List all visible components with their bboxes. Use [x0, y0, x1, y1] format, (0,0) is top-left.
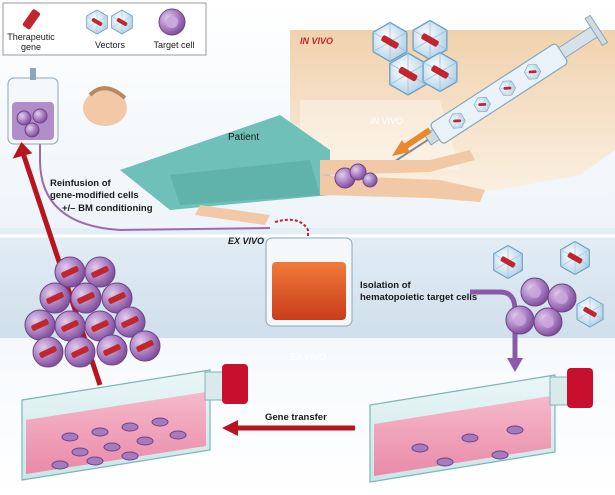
patient-label: Patient — [228, 132, 259, 143]
legend-target-cell-label: Target cell — [153, 40, 194, 50]
isolation-label-2: hematopoietic target cells — [360, 292, 477, 303]
in-vivo-label: IN VIVO — [300, 36, 333, 46]
patient-illustration — [83, 86, 485, 225]
ex-vivo-label: EX VIVO — [228, 236, 264, 246]
legend: Therapeutic gene Vectors Target cell — [2, 2, 207, 56]
target-cell-icon — [158, 8, 186, 36]
flask-target-cells — [369, 368, 593, 483]
blood-bag — [265, 237, 353, 327]
reinfusion-label-2: gene-modified cells — [50, 190, 139, 201]
reinfusion-label: Reinfusion of — [50, 178, 112, 189]
isolation-label: Isolation of — [360, 280, 412, 291]
in-vivo-faded-label: IN VIVO — [370, 116, 403, 126]
flask-modified-cells — [21, 364, 248, 481]
legend-vectors-label: Vectors — [95, 40, 126, 50]
blood-line — [274, 218, 309, 245]
gene-transfer-label: Gene transfer — [265, 412, 327, 423]
iv-line — [39, 144, 271, 232]
therapeutic-gene-icon — [22, 9, 41, 30]
legend-therapeutic-gene-label-2: gene — [21, 42, 41, 52]
ex-vivo-faded-label: EX VIVO — [290, 352, 326, 362]
reinfusion-label-3: +/– BM conditioning — [62, 203, 153, 214]
legend-therapeutic-gene-label: Therapeutic — [7, 32, 55, 42]
iv-bag — [7, 68, 59, 145]
